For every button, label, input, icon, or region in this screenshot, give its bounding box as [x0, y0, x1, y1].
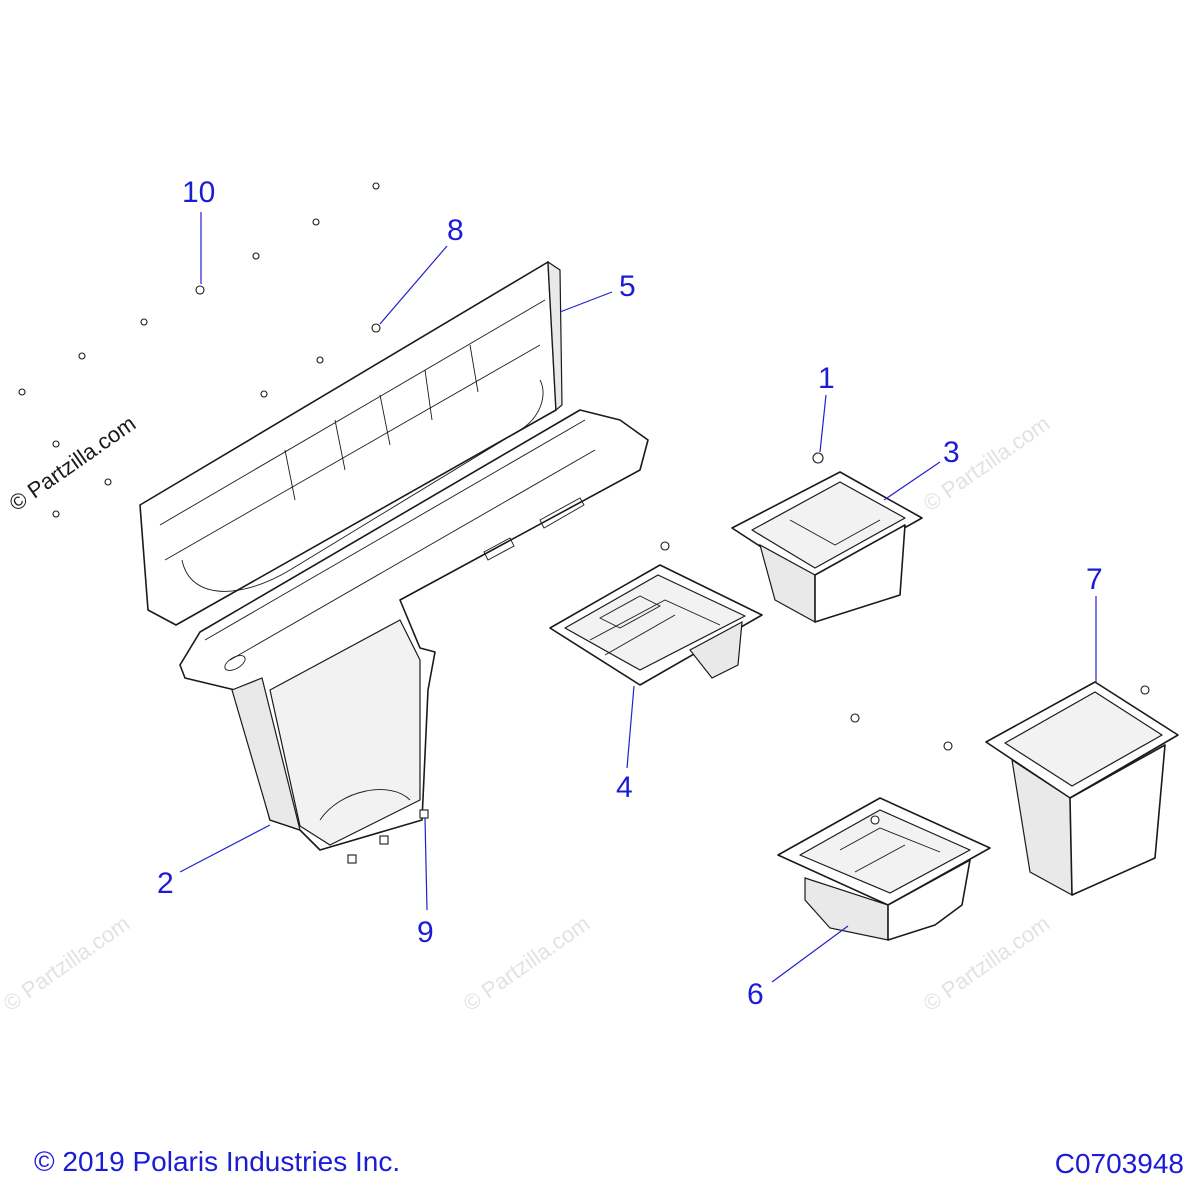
tall-bin-part-7 [985, 681, 1179, 897]
copyright-notice: © 2019 Polaris Industries Inc. [34, 1146, 401, 1177]
leader-line-3 [883, 461, 941, 501]
watermark-text: © Partzilla.com [919, 911, 1055, 1017]
diagram-code: C0703948 [1054, 1148, 1184, 1179]
callout-labels: 1 2 3 4 5 6 7 8 9 10 [157, 176, 1103, 1011]
leader-line-1 [819, 394, 827, 453]
screw [252, 252, 260, 260]
screw [52, 440, 60, 448]
leader-line-9 [424, 817, 428, 911]
leader-line-5 [559, 291, 613, 313]
callout-10: 10 [182, 176, 215, 209]
watermark-text: © Partzilla.com [5, 411, 141, 517]
floor-tub-part-2 [179, 409, 649, 851]
push-rivet [1140, 685, 1150, 695]
screw [78, 352, 86, 360]
leader-line-2 [179, 824, 271, 873]
leader-lines [179, 212, 1097, 983]
screw [372, 182, 380, 190]
callout-6: 6 [747, 978, 764, 1011]
bin-part-3 [731, 471, 923, 624]
callout-1: 1 [818, 362, 835, 395]
callout-2: 2 [157, 867, 174, 900]
callout-9: 9 [417, 916, 434, 949]
leader-line-8 [379, 245, 448, 325]
callout-8: 8 [447, 214, 464, 247]
leader-line-4 [626, 685, 635, 769]
watermark-text: © Partzilla.com [459, 911, 595, 1017]
push-rivet [660, 541, 670, 551]
screw [260, 390, 268, 398]
callout-4: 4 [616, 771, 633, 804]
push-rivet-part-1 [812, 452, 824, 464]
fastener-group [18, 182, 1150, 864]
rear-panel-part-5 [139, 260, 563, 626]
screw [104, 478, 112, 486]
screw [18, 388, 26, 396]
callout-5: 5 [619, 270, 636, 303]
tray-part-4 [549, 564, 763, 686]
screw [52, 510, 60, 518]
double-bin-part-6 [777, 797, 991, 941]
callout-7: 7 [1086, 563, 1103, 596]
screw-part-8 [371, 323, 381, 333]
push-rivet [850, 713, 860, 723]
screw [316, 356, 324, 364]
nut-part-9 [419, 809, 429, 819]
screw [140, 318, 148, 326]
screw [312, 218, 320, 226]
nut [379, 835, 389, 845]
watermark-text: © Partzilla.com [0, 911, 134, 1017]
push-rivet [943, 741, 953, 751]
push-rivet [870, 815, 880, 825]
leader-line-6 [771, 925, 849, 983]
callout-3: 3 [943, 436, 960, 469]
nut [347, 854, 357, 864]
screw-part-10 [195, 285, 205, 295]
